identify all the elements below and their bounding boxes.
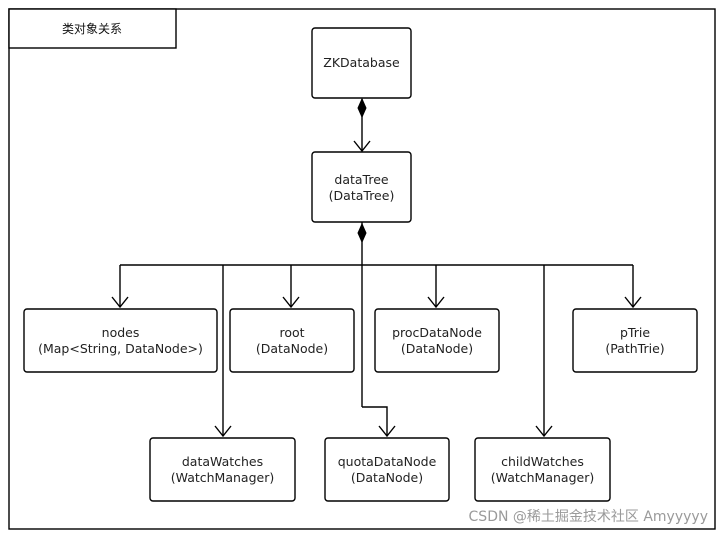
arrow-head-icon [214,425,232,438]
node-quotadatanode-name: quotaDataNode [338,454,437,469]
connector-zkdatabase-datatree [353,97,371,153]
node-nodes-name: nodes [102,325,140,340]
node-datawatches: dataWatches (WatchManager) [149,437,296,502]
node-root-type: (DataNode) [256,341,328,356]
arrow-head-icon [111,296,129,309]
node-ptrie: pTrie (PathTrie) [572,308,698,373]
node-nodes: nodes (Map<String, DataNode>) [23,308,218,373]
node-zkdatabase-name: ZKDatabase [323,55,400,70]
node-ptrie-name: pTrie [620,325,650,340]
frame-title: 类对象关系 [62,22,122,36]
node-quotadatanode-type: (DataNode) [351,470,423,485]
connector-to-quotadatanode [362,406,388,436]
connector-datatree-children [111,222,642,438]
arrow-head-icon [353,140,371,153]
arrow-head-icon [282,296,300,309]
node-datatree-type: (DataTree) [329,188,395,203]
node-datatree-name: dataTree [334,172,389,187]
node-datawatches-type: (WatchManager) [171,470,274,485]
node-datatree: dataTree (DataTree) [311,151,412,223]
arrow-head-icon [427,296,445,309]
node-procdatanode-type: (DataNode) [401,341,473,356]
node-root: root (DataNode) [229,308,355,373]
node-quotadatanode: quotaDataNode (DataNode) [324,437,450,502]
composition-diamond-icon [357,97,367,119]
node-childwatches: childWatches (WatchManager) [474,437,611,502]
watermark-text: CSDN @稀土掘金技术社区 Amyyyyy [469,509,708,525]
node-procdatanode-name: procDataNode [392,325,482,340]
composition-diamond-icon [357,222,367,244]
node-ptrie-type: (PathTrie) [605,341,664,356]
node-zkdatabase: ZKDatabase [311,27,412,99]
node-root-name: root [279,325,304,340]
node-childwatches-type: (WatchManager) [491,470,594,485]
arrow-head-icon [535,425,553,438]
arrow-head-icon [378,425,396,438]
node-childwatches-name: childWatches [501,454,584,469]
node-procdatanode: procDataNode (DataNode) [374,308,500,373]
node-datawatches-name: dataWatches [182,454,263,469]
node-nodes-type: (Map<String, DataNode>) [38,341,203,356]
frame-title-tab [8,8,177,49]
arrow-head-icon [624,296,642,309]
